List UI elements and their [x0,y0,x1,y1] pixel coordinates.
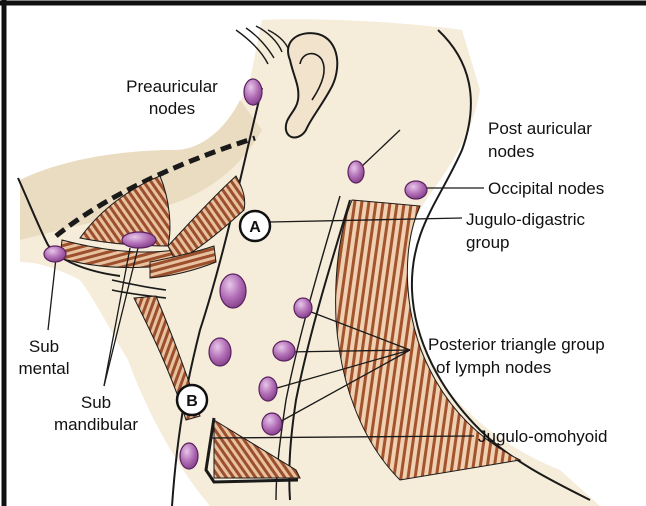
label-sub-mandibular-1: Sub [81,393,111,412]
submental-node [44,246,66,262]
label-sub-mental-1: Sub [29,337,59,356]
label-posterior-triangle-2: of lymph nodes [436,358,551,377]
deep-cervical-node [209,338,231,366]
jugulo-omohyoid-node [180,443,198,469]
posterior-triangle-node-2 [273,341,295,361]
svg-text:B: B [186,393,198,410]
svg-text:A: A [249,219,261,236]
posterior-triangle-node-4 [262,413,282,435]
badge-b: B [177,385,207,415]
label-preauricular-2: nodes [149,99,195,118]
submandibular-node [122,232,156,248]
badge-a: A [240,211,270,241]
post-auricular-node [348,161,364,183]
label-preauricular-1: Preauricular [126,77,218,96]
posterior-triangle-node-3 [259,377,277,401]
label-jugulo-digastric-1: Jugulo-digastric [466,210,586,229]
label-post-auricular-1: Post auricular [488,119,592,138]
label-posterior-triangle-1: Posterior triangle group [428,335,605,354]
label-jugulo-omohyoid: Jugulo-omohyoid [478,427,607,446]
posterior-triangle-node-1 [294,298,312,318]
label-post-auricular-2: nodes [488,142,534,161]
label-sub-mental-2: mental [18,359,69,378]
label-sub-mandibular-2: mandibular [54,415,138,434]
preauricular-node [244,79,262,105]
occipital-node [405,181,427,199]
label-jugulo-digastric-2: group [466,233,509,252]
label-occipital: Occipital nodes [488,179,604,198]
jugulo-digastric-node [220,274,246,308]
